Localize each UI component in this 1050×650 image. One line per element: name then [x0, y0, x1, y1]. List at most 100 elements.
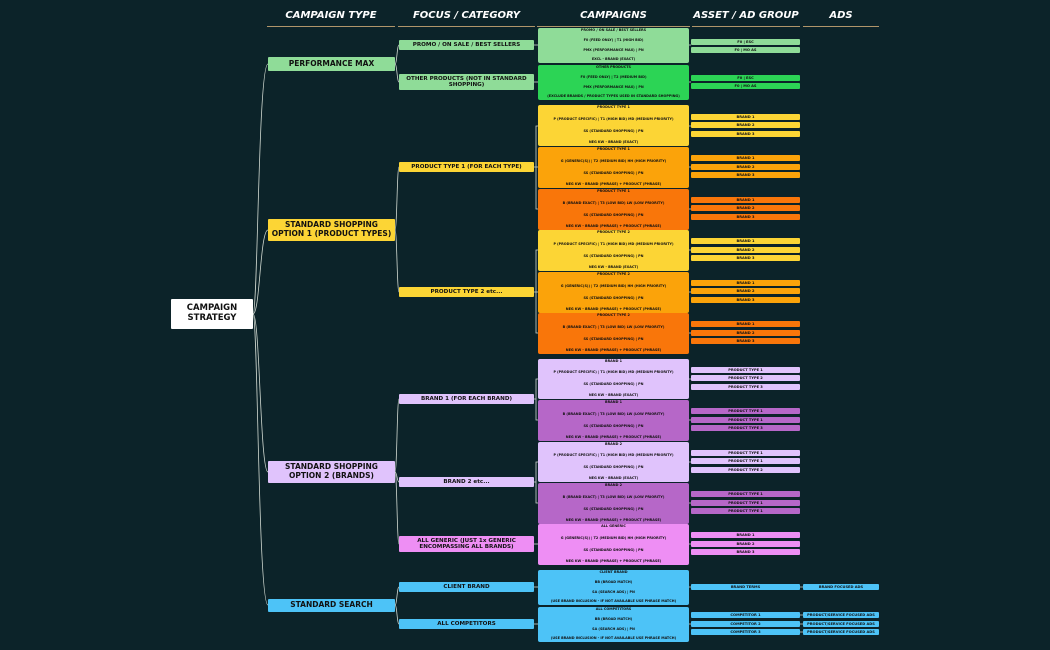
campaign-line: G (GENERIC(S)) | T2 (MEDIUM BID) HH (HIG…: [560, 283, 667, 288]
focus-product-type-2: PRODUCT TYPE 2 etc...: [399, 287, 534, 297]
type-standard-shopping-2: STANDARD SHOPPING OPTION 2 (BRANDS): [268, 461, 395, 483]
campaign-line: F0 (FEED ONLY) | T2 (MEDIUM BID): [580, 74, 647, 79]
campaign-line: OTHER PRODUCTS: [596, 65, 631, 69]
campaign-line: EXCL - BRAND (EXACT): [591, 57, 636, 62]
asset-brand-3: BRAND 3: [691, 172, 800, 178]
asset-product-type-1: PRODUCT TYPE 1: [691, 500, 800, 506]
campaign-line: NEG KW - BRAND (EXACT): [588, 476, 639, 481]
campaign-pt2-brand-exact: PRODUCT TYPE 2 B (BRAND EXACT) | T3 (LOW…: [538, 313, 689, 354]
campaign-line: SS (STANDARD SHOPPING) | PN: [583, 506, 644, 511]
type-performance-max: PERFORMANCE MAX: [268, 57, 395, 71]
focus-all-generic: ALL GENERIC (JUST 1x GENERIC ENCOMPASSIN…: [399, 536, 534, 552]
campaign-pt2-generic: PRODUCT TYPE 2 G (GENERIC(S)) | T2 (MEDI…: [538, 272, 689, 313]
asset-product-type-1: PRODUCT TYPE 1: [691, 417, 800, 423]
campaign-line: PMX (PERFORMANCE MAX) | PN: [583, 47, 644, 52]
asset-brand-3: BRAND 3: [691, 214, 800, 220]
campaign-line: SS (STANDARD SHOPPING) | PN: [583, 423, 644, 428]
campaign-line: P (PRODUCT SPECIFIC) | T1 (HIGH BID) MD …: [553, 370, 674, 375]
asset-brand-2: BRAND 2: [691, 288, 800, 294]
focus-all-competitors: ALL COMPETITORS: [399, 619, 534, 629]
campaign-line: BRAND 2: [604, 483, 622, 487]
type-standard-shopping-1: STANDARD SHOPPING OPTION 1 (PRODUCT TYPE…: [268, 219, 395, 241]
campaign-line: NEG KW - BRAND (PHRASE) + PRODUCT (PHRAS…: [565, 348, 662, 353]
campaign-line: P (PRODUCT SPECIFIC) | T1 (HIGH BID) MD …: [553, 116, 674, 121]
campaign-line: SS (STANDARD SHOPPING) | PN: [583, 212, 644, 217]
asset-product-type-2: PRODUCT TYPE 2: [691, 467, 800, 473]
asset-pmax-other-mo: F0 | MO AS: [691, 83, 800, 89]
asset-product-type-1: PRODUCT TYPE 1: [691, 508, 800, 514]
asset-brand-3: BRAND 3: [691, 549, 800, 555]
asset-pmax-promo-esc: F0 | ESC: [691, 39, 800, 45]
campaign-line: NEG KW - BRAND (PHRASE) + PRODUCT (PHRAS…: [565, 182, 662, 187]
campaign-line: BRAND 1: [604, 400, 622, 404]
campaign-line: ALL COMPETITORS: [595, 607, 632, 611]
focus-other-products: OTHER PRODUCTS (NOT IN STANDARD SHOPPING…: [399, 74, 534, 90]
campaign-line: PROMO / ON SALE / BEST SELLERS: [580, 28, 647, 32]
campaign-line: G (GENERIC(S)) | T2 (MEDIUM BID) HH (HIG…: [560, 535, 667, 540]
campaign-line: SS (STANDARD SHOPPING) | PN: [583, 253, 644, 258]
campaign-line: CLIENT BRAND: [599, 570, 628, 574]
campaign-line: SS (STANDARD SHOPPING) | PN: [583, 295, 644, 300]
asset-brand-2: BRAND 2: [691, 164, 800, 170]
ad-product-focused: PRODUCT/SERVICE FOCUSED ADS: [803, 621, 879, 627]
campaign-line: SA (SEARCH ADS) | PN: [592, 589, 635, 594]
asset-brand-2: BRAND 2: [691, 205, 800, 211]
focus-brand-1: BRAND 1 (FOR EACH BRAND): [399, 394, 534, 404]
campaign-line: NEG KW - BRAND (PHRASE) + PRODUCT (PHRAS…: [565, 307, 662, 312]
campaign-line: SS (STANDARD SHOPPING) | PN: [583, 128, 644, 133]
asset-brand-1: BRAND 1: [691, 114, 800, 120]
asset-product-type-1: PRODUCT TYPE 1: [691, 367, 800, 373]
asset-product-type-2: PRODUCT TYPE 2: [691, 375, 800, 381]
campaign-pt1-brand-exact: PRODUCT TYPE 1 B (BRAND EXACT) | T3 (LOW…: [538, 189, 689, 230]
campaign-pt1-generic: PRODUCT TYPE 1 G (GENERIC(S)) | T2 (MEDI…: [538, 147, 689, 188]
campaign-line: BB (BROAD MATCH): [594, 616, 633, 621]
ad-product-focused: PRODUCT/SERVICE FOCUSED ADS: [803, 612, 879, 618]
asset-brand-2: BRAND 2: [691, 122, 800, 128]
type-standard-search: STANDARD SEARCH: [268, 599, 395, 612]
ad-brand-focused: BRAND FOCUSED ADS: [803, 584, 879, 590]
asset-brand-3: BRAND 3: [691, 297, 800, 303]
campaign-line: P (PRODUCT SPECIFIC) | T1 (HIGH BID) MD …: [553, 241, 674, 246]
asset-brand-1: BRAND 1: [691, 280, 800, 286]
campaign-line: B (BRAND EXACT) | T3 (LOW BID) LW (LOW P…: [562, 411, 665, 416]
asset-brand-2: BRAND 2: [691, 541, 800, 547]
asset-brand-1: BRAND 1: [691, 321, 800, 327]
asset-pmax-other-esc: F0 | ESC: [691, 75, 800, 81]
campaign-line: ALL GENERIC: [601, 524, 626, 528]
header-ads: ADS: [803, 10, 879, 27]
campaign-line: SS (STANDARD SHOPPING) | PN: [583, 464, 644, 469]
focus-product-type-1: PRODUCT TYPE 1 (FOR EACH TYPE): [399, 162, 534, 172]
asset-product-type-3: PRODUCT TYPE 3: [691, 425, 800, 431]
campaign-line: NEG KW - BRAND (PHRASE) + PRODUCT (PHRAS…: [565, 224, 662, 229]
asset-brand-1: BRAND 1: [691, 197, 800, 203]
campaign-line: NEG KW - BRAND (PHRASE) + PRODUCT (PHRAS…: [565, 559, 662, 564]
campaign-line: SS (STANDARD SHOPPING) | PN: [583, 336, 644, 341]
campaign-line: B (BRAND EXACT) | T3 (LOW BID) LW (LOW P…: [562, 324, 665, 329]
campaign-line: (EXCLUDE BRANDS / PRODUCT TYPES USED IN …: [547, 94, 680, 99]
asset-brand-1: BRAND 1: [691, 155, 800, 161]
asset-competitor-1: COMPETITOR 1: [691, 612, 800, 618]
campaign-line: P (PRODUCT SPECIFIC) | T1 (HIGH BID) MD …: [553, 453, 674, 458]
asset-brand-3: BRAND 3: [691, 255, 800, 261]
campaign-line: (USE BRAND INCLUSION - IF NOT AVAILABLE …: [550, 599, 677, 604]
campaign-line: NEG KW - BRAND (EXACT): [588, 393, 639, 398]
focus-client-brand: CLIENT BRAND: [399, 582, 534, 592]
focus-promo: PROMO / ON SALE / BEST SELLERS: [399, 40, 534, 50]
campaign-all-competitors: ALL COMPETITORS BB (BROAD MATCH) SA (SEA…: [538, 607, 689, 642]
campaign-line: PRODUCT TYPE 1: [597, 189, 630, 193]
asset-product-type-3: PRODUCT TYPE 3: [691, 384, 800, 390]
campaign-line: SS (STANDARD SHOPPING) | PN: [583, 381, 644, 386]
header-asset-ad-group: ASSET / AD GROUP: [692, 10, 800, 27]
asset-brand-2: BRAND 2: [691, 330, 800, 336]
campaign-line: NEG KW - BRAND (PHRASE) + PRODUCT (PHRAS…: [565, 435, 662, 440]
campaign-line: PRODUCT TYPE 1: [597, 105, 630, 109]
asset-brand-2: BRAND 2: [691, 247, 800, 253]
asset-brand-3: BRAND 3: [691, 131, 800, 137]
campaign-pmax-promo: PROMO / ON SALE / BEST SELLERS F0 (FEED …: [538, 28, 689, 63]
asset-brand-1: BRAND 1: [691, 532, 800, 538]
asset-competitor-2: COMPETITOR 2: [691, 621, 800, 627]
asset-product-type-1: PRODUCT TYPE 1: [691, 458, 800, 464]
ad-product-focused: PRODUCT/SERVICE FOCUSED ADS: [803, 629, 879, 635]
campaign-line: F0 (FEED ONLY) | T1 (HIGH BID): [583, 37, 644, 42]
